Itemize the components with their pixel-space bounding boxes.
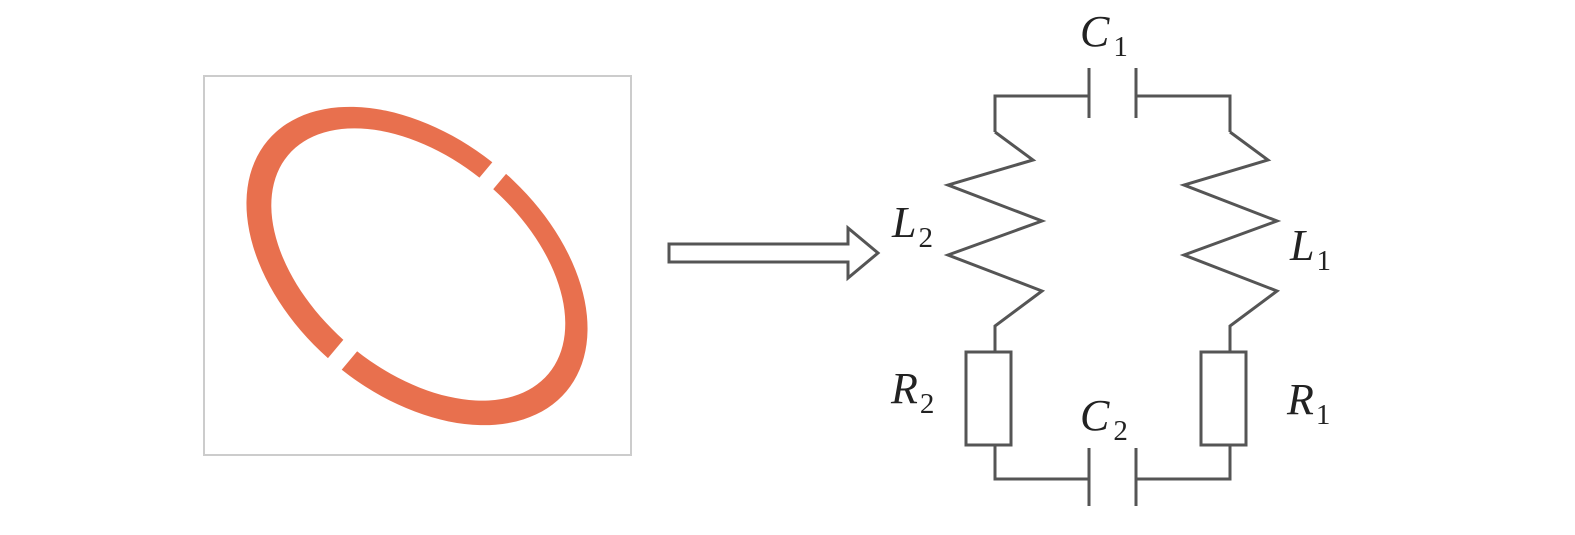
inductor-l1 bbox=[1179, 130, 1282, 352]
ring-gap-bottom bbox=[320, 332, 364, 380]
wire-bottom bbox=[993, 445, 1232, 481]
wire-top bbox=[993, 94, 1232, 132]
ring-gap-top bbox=[470, 152, 514, 200]
label-r1: R1 bbox=[1286, 375, 1330, 431]
label-l2: L2 bbox=[891, 198, 933, 254]
split-ring-shape bbox=[246, 106, 588, 426]
transform-arrow bbox=[667, 224, 881, 282]
split-ring-panel bbox=[203, 75, 632, 456]
inductor-l2 bbox=[943, 130, 1047, 352]
label-l1: L1 bbox=[1289, 221, 1331, 277]
resistor-r2 bbox=[964, 350, 1013, 447]
label-r2: R2 bbox=[890, 364, 934, 420]
resistor-r1 bbox=[1199, 350, 1248, 447]
